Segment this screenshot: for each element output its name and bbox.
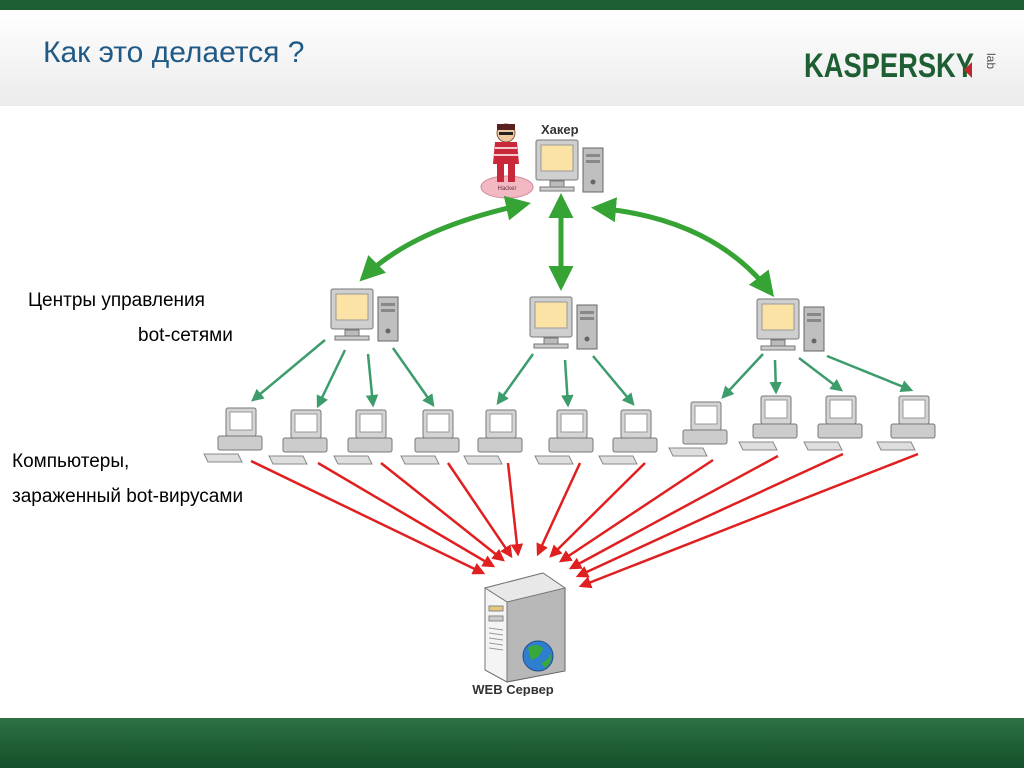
arrow-center2-bot5 xyxy=(496,353,535,406)
attack-arrow-bot4 xyxy=(446,462,513,559)
hacker-figure: Hacker xyxy=(480,123,534,199)
slide-footer xyxy=(0,718,1024,768)
bot-computer-8 xyxy=(668,401,728,457)
attack-arrow-bot3 xyxy=(380,462,505,562)
arrow-center3-bot10 xyxy=(798,357,843,392)
attack-arrow-bot11 xyxy=(578,452,919,589)
slide-title: Как это делается ? xyxy=(43,36,305,69)
label-control-centers-line1: Центры управления xyxy=(28,290,205,311)
attack-arrow-bot5 xyxy=(506,462,524,557)
bot-computer-2 xyxy=(268,409,328,465)
bot-computer-5 xyxy=(463,409,523,465)
label-infected-line2: зараженный bot-вирусами xyxy=(12,486,244,507)
bot-computer-11 xyxy=(876,395,936,451)
attack-arrow-bot8 xyxy=(558,458,714,563)
attack-arrow-bot1 xyxy=(250,459,486,575)
bot-computer-10 xyxy=(803,395,863,451)
arrow-center1-bot3 xyxy=(365,353,379,408)
bot-computer-9 xyxy=(738,395,798,451)
attack-arrow-bot9 xyxy=(568,454,779,570)
web-server-label: WEB Сервер xyxy=(472,682,554,696)
bot-computer-4 xyxy=(400,409,460,465)
control-center-computer-3 xyxy=(756,298,825,352)
slide-header: Как это делается ? KASPERSKY lab xyxy=(0,10,1024,106)
arrow-center3-bot8 xyxy=(721,353,764,399)
arrow-center1-bot2 xyxy=(316,349,347,409)
botnet-diagram: Hacker Хакер xyxy=(193,118,971,696)
arrow-center1-bot4 xyxy=(391,347,435,408)
bot-computer-1 xyxy=(203,407,263,463)
arrow-center3-bot11 xyxy=(826,354,914,393)
arrow-center2-bot6 xyxy=(561,359,574,408)
bot-computer-7 xyxy=(598,409,658,465)
attack-arrow-bot10 xyxy=(575,452,844,578)
hacker-label: Хакер xyxy=(541,122,579,137)
arrow-center1-bot1 xyxy=(251,339,326,402)
web-server xyxy=(483,572,567,683)
arrow-hacker-to-center-left xyxy=(359,195,531,282)
center-to-bot-arrows xyxy=(251,339,914,409)
label-control-centers-line2: bot-сетями xyxy=(138,325,233,346)
logo-suffix: lab xyxy=(984,53,998,69)
arrow-hacker-to-center-right xyxy=(591,197,775,297)
control-center-computer-2 xyxy=(529,296,598,350)
arrow-center3-bot9 xyxy=(769,359,782,395)
hacker-computer xyxy=(535,139,604,193)
bot-computer-6 xyxy=(534,409,594,465)
bot-computer-3 xyxy=(333,409,393,465)
label-infected-line1: Компьютеры, xyxy=(12,451,130,472)
hacker-badge: Hacker xyxy=(497,186,516,192)
attack-arrow-bot6 xyxy=(536,462,582,557)
globe-icon xyxy=(522,640,554,672)
botnet-diagram-svg: Hacker Хакер xyxy=(203,122,936,696)
control-center-computer-1 xyxy=(330,288,399,342)
top-bar xyxy=(0,0,1024,10)
attack-arrow-bot7 xyxy=(549,462,646,558)
bot-to-server-arrows xyxy=(250,452,919,589)
kaspersky-logo: KASPERSKY lab xyxy=(804,40,1004,90)
attack-arrow-bot2 xyxy=(317,461,496,568)
logo-text: KASPERSKY xyxy=(804,47,974,85)
logo-accent-mark xyxy=(964,62,972,78)
arrow-center2-bot7 xyxy=(592,355,635,406)
